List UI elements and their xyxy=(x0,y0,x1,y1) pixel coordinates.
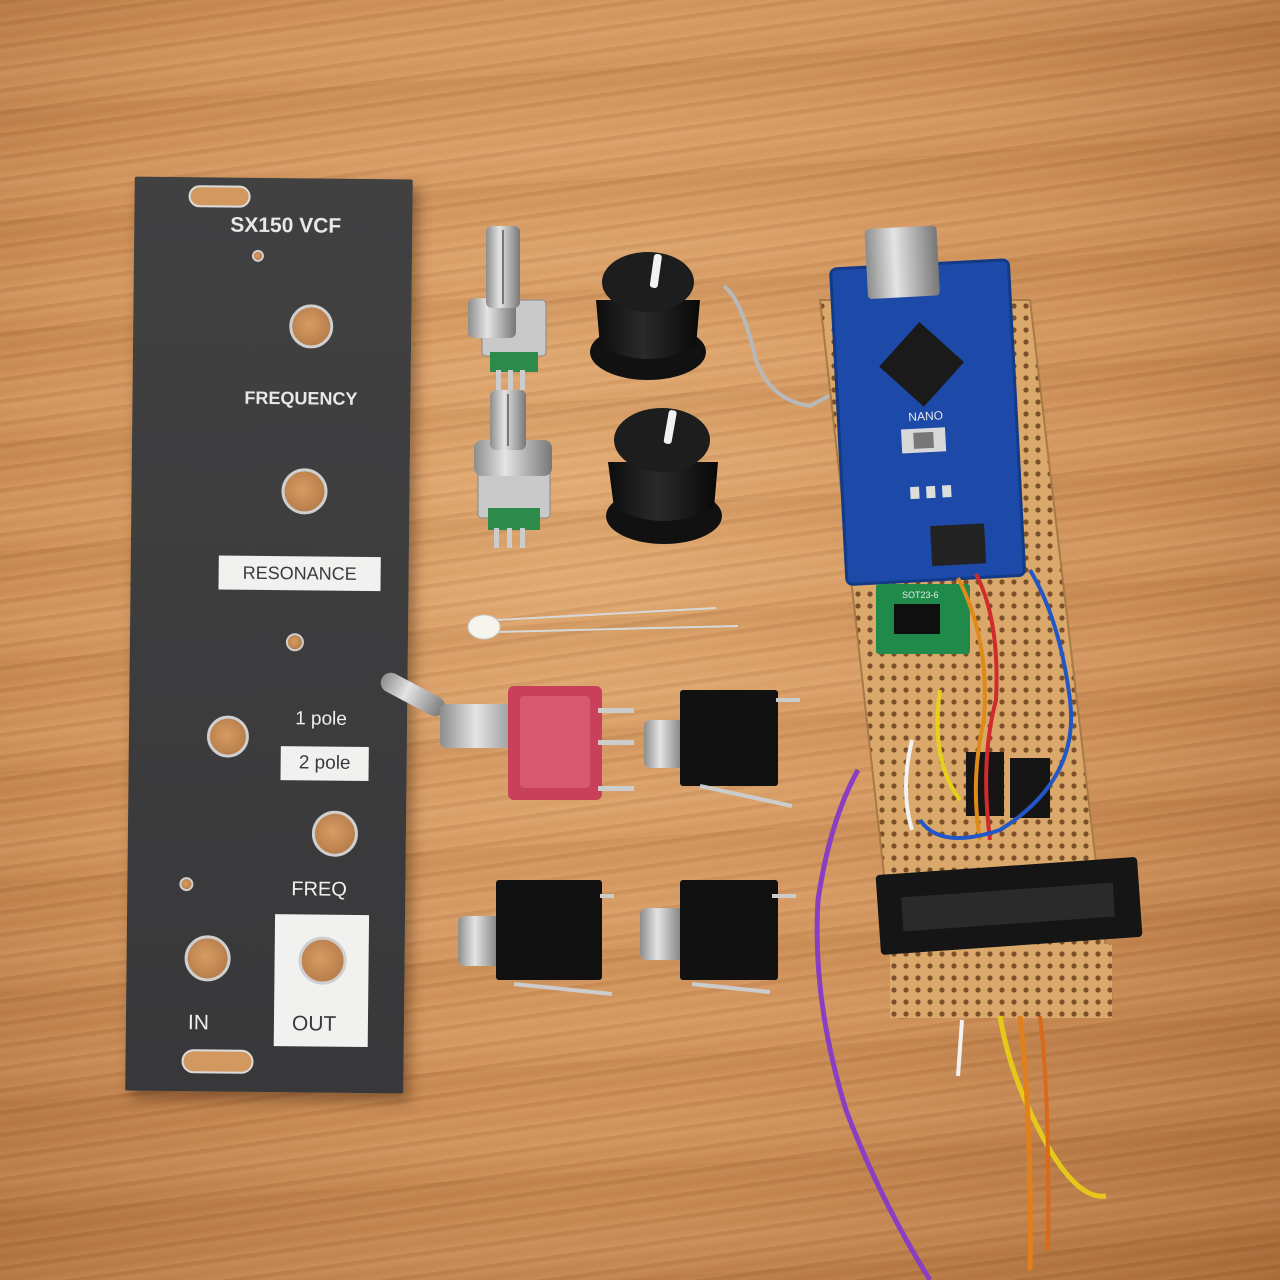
potentiometer-1 xyxy=(468,226,547,390)
ribbon-header xyxy=(875,857,1143,955)
toggle-switch xyxy=(380,672,634,800)
knob-1 xyxy=(590,252,706,380)
led xyxy=(467,607,739,640)
jack-2 xyxy=(458,880,614,996)
knob-2 xyxy=(606,408,722,544)
wires xyxy=(814,568,1107,1280)
nano-label: NANO xyxy=(908,408,943,424)
breakout-chip-label: SOT23-6 xyxy=(902,590,939,600)
grey-wire xyxy=(722,284,837,409)
jack-1 xyxy=(644,690,800,808)
breakout-board: SOT23-6 xyxy=(876,584,970,654)
arduino-nano: NANO xyxy=(829,225,1026,586)
jack-3 xyxy=(640,880,796,994)
potentiometer-2 xyxy=(474,390,552,548)
